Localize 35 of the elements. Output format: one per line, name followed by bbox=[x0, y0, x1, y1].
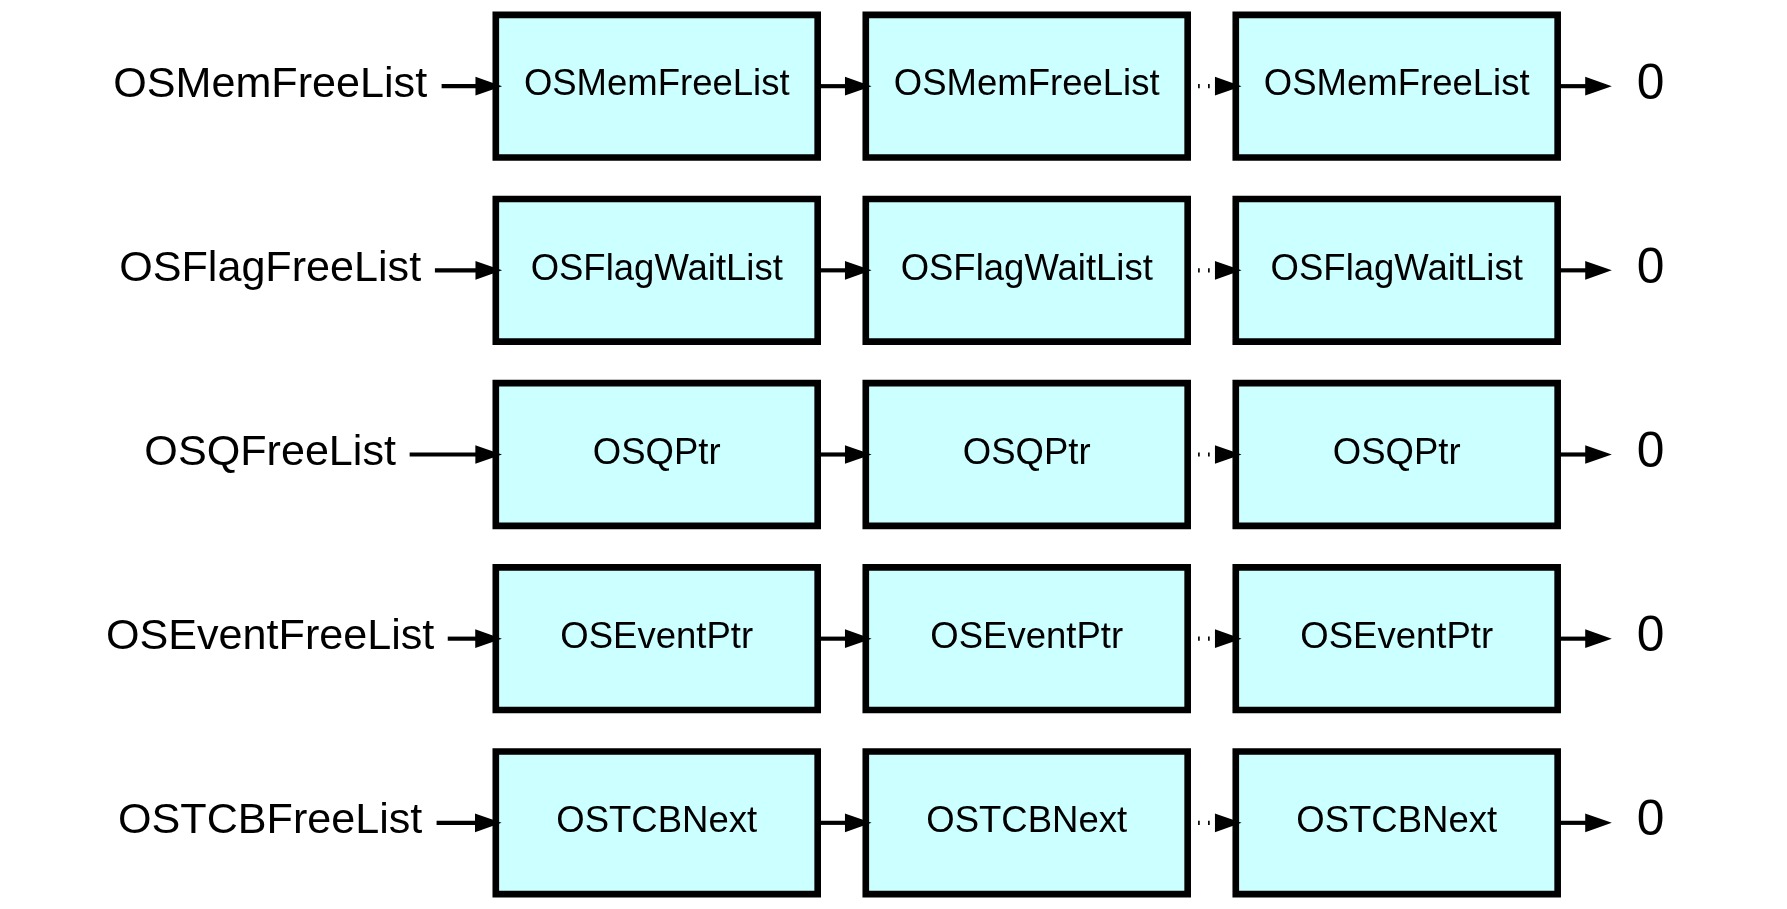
arrow bbox=[436, 813, 502, 833]
node-box: OSQPtr bbox=[1231, 379, 1561, 530]
arrow bbox=[434, 261, 502, 280]
node-box: OSTCBNext bbox=[861, 748, 1191, 898]
arrow bbox=[1557, 445, 1612, 464]
node-box: OSQPtr bbox=[861, 379, 1191, 530]
node-box: OSFlagWaitList bbox=[861, 195, 1191, 345]
node-text: OSMemFreeList bbox=[112, 57, 427, 106]
node-text: 0 bbox=[1636, 237, 1664, 294]
node-text: OSTCBFreeList bbox=[117, 794, 422, 843]
arrow bbox=[447, 629, 502, 648]
node-box: OSMemFreeList bbox=[861, 11, 1191, 161]
arrow bbox=[1557, 813, 1612, 833]
node-box: OSFlagWaitList bbox=[492, 195, 821, 345]
arrow bbox=[409, 445, 502, 464]
node-box: OSQPtr bbox=[492, 379, 821, 530]
node-text: OSEventFreeList bbox=[105, 610, 434, 659]
arrow bbox=[1557, 629, 1612, 648]
node-box: OSTCBNext bbox=[1231, 748, 1561, 898]
node-box: OSEventPtr bbox=[492, 564, 821, 714]
arrow bbox=[1557, 261, 1612, 280]
arrow bbox=[441, 76, 502, 96]
node-text: 0 bbox=[1636, 53, 1664, 110]
node-text: 0 bbox=[1636, 421, 1664, 478]
node-text: 0 bbox=[1636, 790, 1664, 847]
node-box: OSFlagWaitList bbox=[1231, 195, 1561, 345]
node-text: OSFlagFreeList bbox=[118, 241, 421, 290]
node-text: OSQFreeList bbox=[143, 425, 396, 474]
node-text: 0 bbox=[1636, 606, 1664, 663]
node-box: OSMemFreeList bbox=[1231, 11, 1561, 161]
node-box: OSEventPtr bbox=[861, 564, 1191, 714]
node-box: OSEventPtr bbox=[1231, 564, 1561, 714]
arrow bbox=[1557, 76, 1612, 96]
node-box: OSTCBNext bbox=[492, 748, 821, 898]
node-box: OSMemFreeList bbox=[492, 11, 821, 161]
